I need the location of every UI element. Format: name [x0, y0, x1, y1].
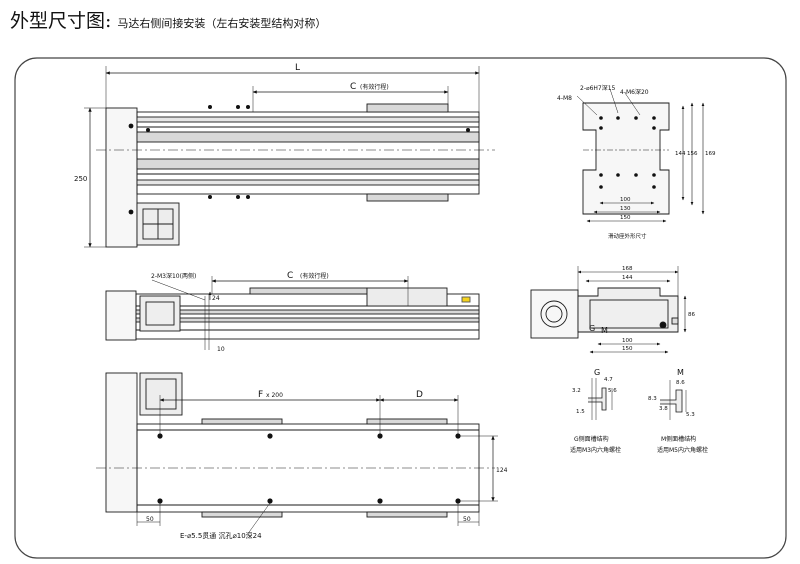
dim-label-124: 124 — [496, 467, 508, 474]
dim-label-D: D — [416, 390, 423, 400]
page-header: 外型尺寸图: 马达右侧间接安装（左右安装型结构对称） — [10, 6, 326, 34]
drawing-frame — [14, 57, 787, 559]
dim-label-150-carriage: 150 — [620, 215, 631, 221]
dim-label-144-end: 144 — [622, 275, 633, 281]
top-view — [84, 66, 495, 248]
dim-label-100-end: 100 — [622, 338, 633, 344]
dim-label-130: 130 — [620, 206, 631, 212]
slot-g-3-2: 3.2 — [572, 388, 581, 394]
end-label-M: M — [601, 326, 608, 335]
rail-body — [136, 111, 480, 195]
note-m3: 2-M3深10(两侧) — [151, 272, 196, 280]
page-title: 外型尺寸图: — [10, 10, 112, 32]
bottom-view — [96, 372, 498, 536]
slot-g-4-7: 4.7 — [604, 377, 613, 383]
note-m6: 4-M6深20 — [620, 88, 649, 96]
slot-m-8-6: 8.6 — [676, 380, 685, 386]
slot-m-caption1: M侧面槽结构 — [661, 435, 696, 443]
end-label-G: G — [589, 324, 595, 333]
slot-g-detail — [588, 378, 613, 420]
slot-g-label: G — [594, 368, 600, 377]
slot-m-8-3: 8.3 — [648, 396, 657, 402]
carriage-caption: 滑动座外形尺寸 — [608, 232, 647, 240]
dim-label-24: 24 — [212, 295, 220, 302]
dim-label-10: 10 — [217, 346, 225, 353]
end-view — [530, 266, 687, 354]
dim-label-168: 168 — [622, 266, 633, 272]
dim-label-F-mult: x 200 — [266, 392, 283, 399]
slot-m-caption2: 适用M5内六角螺栓 — [657, 446, 708, 454]
dim-label-156: 156 — [687, 151, 698, 157]
side-view — [105, 276, 480, 350]
dim-label-100-carriage: 100 — [620, 197, 631, 203]
note-mount-holes: E-⌀5.5贯通 沉孔⌀10深24 — [180, 531, 262, 540]
slot-m-detail — [660, 380, 687, 420]
dim-label-L: L — [295, 63, 300, 73]
slot-g-1-5: 1.5 — [576, 409, 585, 415]
slot-g-caption1: G侧面槽结构 — [574, 435, 609, 443]
dim-label-250: 250 — [74, 175, 87, 183]
dim-label-169: 169 — [705, 151, 716, 157]
note-m8: 4-M8 — [557, 95, 572, 102]
slot-g-caption2: 适用M3内六角螺栓 — [570, 446, 621, 454]
motor-end-block — [105, 107, 138, 248]
slot-m-3-8: 3.8 — [659, 406, 668, 412]
dim-label-150-end: 150 — [622, 346, 633, 352]
dim-label-50-left: 50 — [146, 516, 154, 523]
dim-label-50-right: 50 — [463, 516, 471, 523]
slot-g-5-6: 5.6 — [608, 388, 617, 394]
note-phi6: 2-⌀6H7深15 — [580, 84, 616, 92]
slot-m-label: M — [677, 368, 684, 377]
dim-label-F: F — [258, 390, 263, 400]
dim-label-144-carriage: 144 — [675, 151, 686, 157]
dim-label-C-note-side: (有效行程) — [300, 272, 329, 280]
dim-label-C-side: C — [287, 271, 293, 281]
carriage-view — [576, 88, 705, 223]
dim-label-C: C — [350, 82, 356, 92]
dim-label-86: 86 — [688, 312, 695, 318]
page-subtitle: 马达右侧间接安装（左右安装型结构对称） — [117, 17, 327, 30]
slot-m-5-3: 5.3 — [686, 412, 695, 418]
dim-label-C-note: (有效行程) — [360, 83, 389, 91]
